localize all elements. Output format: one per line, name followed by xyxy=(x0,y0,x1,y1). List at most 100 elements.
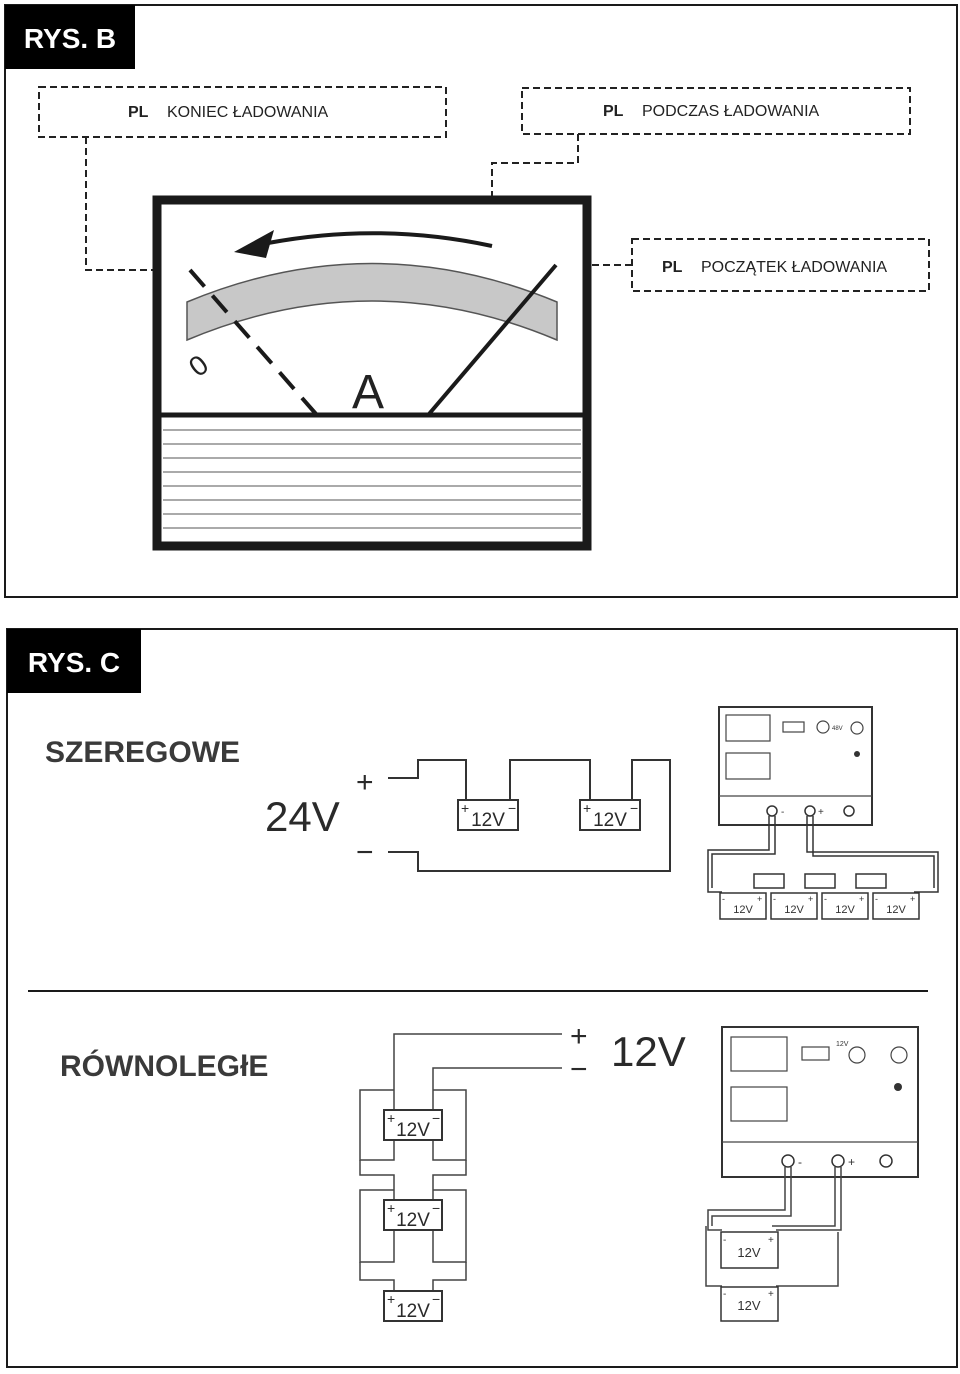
battery-minus: − xyxy=(630,800,638,816)
charger-button-icon xyxy=(879,1154,893,1168)
battery-plus: + xyxy=(461,800,469,816)
figure-b: RYS. B PL KONIEC ŁADOWANIA PL PODCZAS ŁA… xyxy=(4,4,958,598)
battery-plus: + xyxy=(910,894,915,904)
terminal-minus-label: - xyxy=(798,1155,802,1169)
figure-b-tag xyxy=(5,5,135,69)
meter-base-lines xyxy=(163,429,581,529)
terminal-plus-label: + xyxy=(818,807,824,818)
battery-label: 12V xyxy=(733,904,753,916)
charger-display-top xyxy=(725,714,771,742)
battery-box xyxy=(457,799,519,831)
arrowhead-icon xyxy=(234,230,274,258)
battery-box xyxy=(579,799,641,831)
figure-c: RYS. C SZEREGOWE 24V + − + − 12V + − xyxy=(6,628,958,1368)
ammeter: 0 A xyxy=(152,195,592,551)
battery-plus: + xyxy=(859,894,864,904)
battery-plus: + xyxy=(808,894,813,904)
series-charger-wiring xyxy=(707,816,939,893)
battery-box xyxy=(383,1109,443,1141)
battery-plus: + xyxy=(387,1291,395,1307)
parallel-section: RÓWNOLEGłE 12V + − + − 12V xyxy=(60,1020,919,1322)
series-small-battery-4: - + 12V xyxy=(872,892,920,920)
series-battery-row: - + 12V - + 12V - + 12V xyxy=(719,892,920,920)
series-section: SZEREGOWE 24V + − + − 12V + − 12V xyxy=(45,706,939,920)
terminal-plus-icon xyxy=(804,805,816,817)
battery-minus: − xyxy=(432,1200,440,1216)
needle-start xyxy=(427,263,558,416)
series-voltage: 24V xyxy=(265,793,340,840)
terminal-minus-icon xyxy=(781,1154,795,1168)
battery-minus: - xyxy=(723,1235,726,1246)
ammeter-frame xyxy=(152,195,592,551)
battery-label: 12V xyxy=(396,1301,430,1322)
charger-display-top xyxy=(730,1036,788,1072)
battery-label: 12V xyxy=(471,810,505,831)
battery-label: 12V xyxy=(396,1210,430,1231)
terminal-plus-label: + xyxy=(848,1155,855,1169)
series-battery-2: + − 12V xyxy=(579,799,641,831)
battery-plus: + xyxy=(583,800,591,816)
parallel-small-battery-2: - + 12V xyxy=(720,1286,779,1322)
battery-minus: - xyxy=(773,894,776,904)
charger-led xyxy=(854,751,860,757)
battery-box xyxy=(720,1286,779,1322)
ammeter-scale-band xyxy=(186,262,558,342)
charger-indicator xyxy=(801,1046,830,1061)
series-wiring xyxy=(388,759,671,872)
callout-start-text: POCZĄTEK ŁADOWANIA xyxy=(701,259,887,276)
figure-c-tag-text: RYS. C xyxy=(28,647,120,678)
charger-indicator xyxy=(782,721,805,733)
battery-plus: + xyxy=(768,1289,774,1300)
parallel-switch-label: 12V xyxy=(836,1041,849,1048)
series-plus-symbol: + xyxy=(356,766,374,799)
callout-start-lang: PL xyxy=(662,259,683,276)
battery-minus: − xyxy=(508,800,516,816)
figure-b-frame xyxy=(4,4,958,598)
battery-box xyxy=(821,892,869,920)
power-switch-icon xyxy=(890,1046,908,1064)
terminal-plus-icon xyxy=(831,1154,845,1168)
battery-plus: + xyxy=(768,1235,774,1246)
callout-end-box xyxy=(38,86,447,138)
parallel-title: RÓWNOLEGłE xyxy=(60,1049,268,1083)
charger-display-bottom xyxy=(730,1086,788,1122)
series-small-battery-2: - + 12V xyxy=(770,892,818,920)
battery-label: 12V xyxy=(593,810,627,831)
series-minus-symbol: − xyxy=(356,836,374,869)
battery-minus: − xyxy=(432,1291,440,1307)
unit-label: A xyxy=(352,366,384,419)
direction-arc xyxy=(267,231,493,248)
parallel-battery-1: + − 12V xyxy=(383,1109,443,1141)
figure-c-frame xyxy=(6,628,958,1368)
battery-plus: + xyxy=(387,1200,395,1216)
figure-c-tag xyxy=(7,629,141,693)
series-small-battery-3: - + 12V xyxy=(821,892,869,920)
callout-end-lang: PL xyxy=(128,104,149,121)
battery-box xyxy=(720,1231,779,1269)
charger-led xyxy=(894,1083,902,1091)
series-charger: 48V - + xyxy=(718,706,873,826)
callout-during-box xyxy=(521,87,911,135)
battery-label: 12V xyxy=(886,904,906,916)
parallel-charger: 12V - + xyxy=(721,1026,919,1178)
figure-b-tag-text: RYS. B xyxy=(24,23,116,54)
charger-body xyxy=(721,1026,919,1178)
battery-label: 12V xyxy=(784,904,804,916)
battery-label: 12V xyxy=(835,904,855,916)
battery-plus: + xyxy=(387,1110,395,1126)
battery-label: 12V xyxy=(737,1245,760,1260)
series-small-battery-1: - + 12V xyxy=(719,892,767,920)
terminal-minus-label: - xyxy=(781,807,784,818)
charger-display-bottom xyxy=(725,752,771,780)
parallel-voltage: 12V xyxy=(611,1028,686,1075)
series-switch-label: 48V xyxy=(832,726,843,732)
battery-box xyxy=(719,892,767,920)
charger-body xyxy=(718,706,873,826)
callout-end-text: KONIEC ŁADOWANIA xyxy=(167,104,329,121)
charger-button-icon xyxy=(843,805,855,817)
series-battery-1: + − 12V xyxy=(457,799,519,831)
battery-plus: + xyxy=(757,894,762,904)
parallel-minus-symbol: − xyxy=(570,1053,588,1086)
battery-minus: − xyxy=(432,1110,440,1126)
